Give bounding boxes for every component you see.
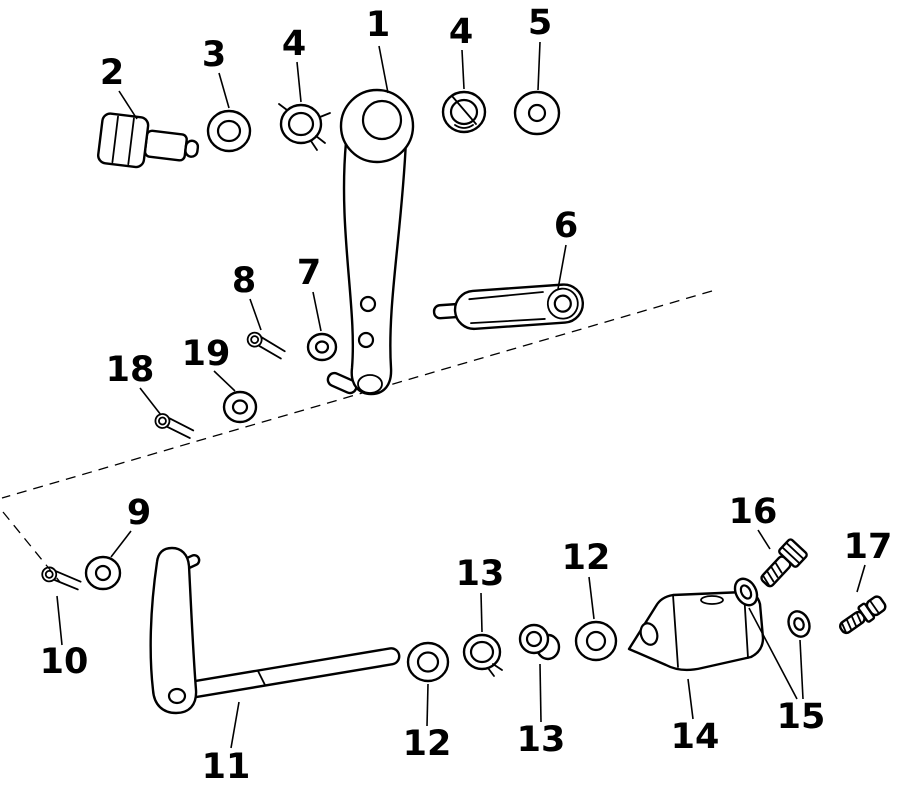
callout-label-16: 16 <box>729 492 778 532</box>
part-1-lever-arm <box>326 88 415 396</box>
callout-label-11: 11 <box>202 747 251 787</box>
callout-label-18: 18 <box>106 350 155 390</box>
leader-line-13 <box>539 663 542 723</box>
callout-label-12: 12 <box>562 538 611 578</box>
part-6-link <box>432 283 585 331</box>
leader-line-4 <box>296 61 302 103</box>
callout-label-8: 8 <box>232 261 256 301</box>
leader-line-12 <box>588 576 595 620</box>
leader-line-1 <box>378 45 389 94</box>
part-7-washer <box>306 332 338 362</box>
callout-label-1: 1 <box>366 5 390 45</box>
leader-line-16 <box>757 529 771 550</box>
leader-line-15 <box>748 607 798 700</box>
callout-label-2: 2 <box>100 53 124 93</box>
part-13-retainer-left <box>462 633 503 677</box>
leader-line-4 <box>461 49 465 90</box>
part-14-bracket <box>627 590 765 672</box>
part-9-washer <box>84 555 122 591</box>
part-2-hex-bolt <box>97 112 200 169</box>
leader-line-19 <box>213 370 236 392</box>
leader-line-7 <box>312 291 322 332</box>
leader-line-18 <box>139 387 162 416</box>
part-12-washer-right <box>574 620 618 662</box>
leader-line-10 <box>56 595 63 646</box>
leader-line-3 <box>218 72 230 109</box>
callout-label-3: 3 <box>202 35 226 75</box>
callout-label-14: 14 <box>671 717 720 757</box>
part-11-shift-lever <box>149 546 401 715</box>
leader-line-9 <box>110 530 132 558</box>
leader-line-13 <box>480 592 483 633</box>
callout-label-9: 9 <box>127 493 151 533</box>
leader-line-6 <box>557 244 567 290</box>
part-10-cotter-pin <box>41 566 82 591</box>
callout-label-13: 13 <box>456 554 505 594</box>
callout-label-12: 12 <box>403 724 452 764</box>
callout-label-17: 17 <box>844 527 893 567</box>
leader-line-15 <box>799 639 804 700</box>
part-12-washer-left <box>406 641 450 683</box>
callout-label-4: 4 <box>282 24 306 64</box>
callout-label-4: 4 <box>449 12 473 52</box>
assembly-dash-line-1 <box>1 290 713 499</box>
part-8-cotter-pin <box>246 331 286 360</box>
part-15-washers <box>733 577 811 638</box>
leader-line-17 <box>856 564 866 593</box>
callout-label-15: 15 <box>777 697 826 737</box>
leader-line-11 <box>230 701 240 749</box>
callout-label-13: 13 <box>517 720 566 760</box>
part-13-bushing-right <box>518 623 561 661</box>
leader-line-8 <box>249 298 262 331</box>
part-18-cotter-pin <box>154 413 195 439</box>
callout-label-6: 6 <box>554 206 578 246</box>
leader-line-5 <box>537 41 541 91</box>
leader-line-12 <box>426 683 429 727</box>
part-19-washer <box>222 390 258 424</box>
part-5-washer <box>513 90 561 136</box>
part-4-bushing-right <box>441 90 487 134</box>
callout-label-5: 5 <box>528 3 552 43</box>
part-16-hex-bolt <box>760 538 808 588</box>
part-3-washer <box>206 109 252 153</box>
callout-label-10: 10 <box>40 642 89 682</box>
leader-line-2 <box>118 90 138 120</box>
callout-label-19: 19 <box>182 334 231 374</box>
part-17-screw <box>839 595 887 635</box>
callout-label-7: 7 <box>297 253 321 293</box>
leader-line-14 <box>687 678 694 720</box>
part-4-retainer-left <box>278 103 331 151</box>
